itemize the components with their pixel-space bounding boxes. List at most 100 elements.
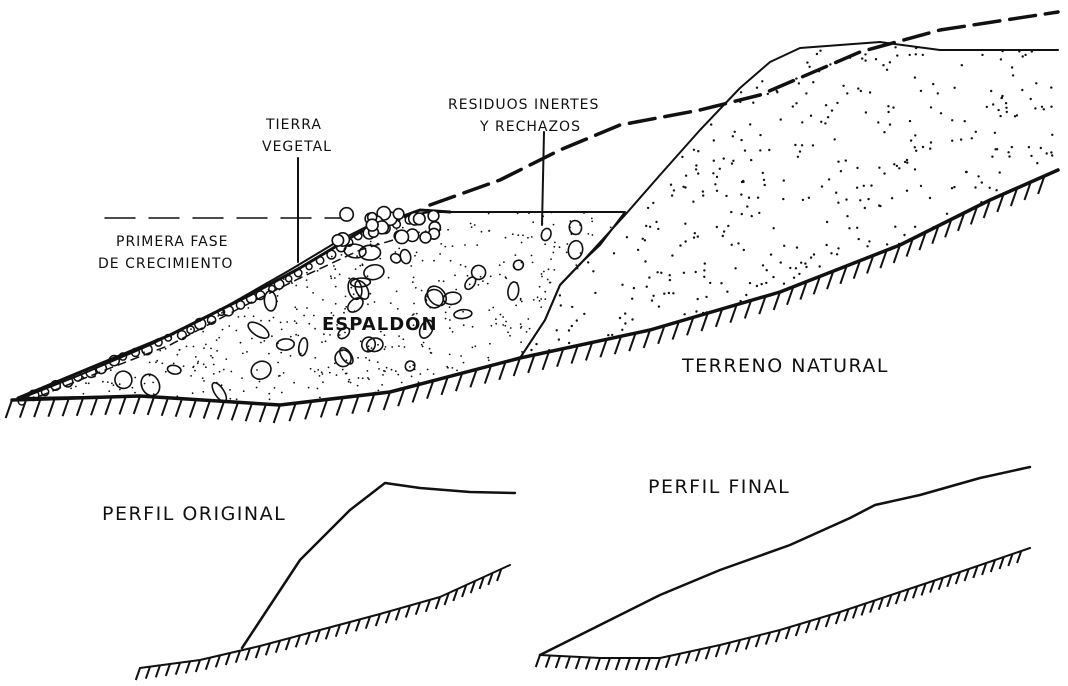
stipple-dot bbox=[331, 256, 333, 258]
stipple-dot bbox=[556, 329, 558, 331]
stipple-dot bbox=[649, 226, 651, 228]
stipple-dot bbox=[75, 386, 77, 388]
stipple-dot bbox=[476, 244, 478, 246]
stipple-dot bbox=[70, 388, 72, 390]
ground-hatch-tick bbox=[246, 403, 252, 421]
stipple-dot bbox=[1035, 82, 1037, 84]
stipple-dot bbox=[1011, 66, 1013, 68]
stipple-dot bbox=[592, 270, 594, 272]
stipple-dot bbox=[528, 212, 530, 214]
stipple-dot bbox=[937, 92, 939, 94]
stipple-dot bbox=[210, 348, 212, 350]
stipple-dot bbox=[951, 119, 953, 121]
stipple-dot bbox=[530, 349, 532, 351]
stone bbox=[246, 319, 272, 341]
stipple-dot bbox=[281, 392, 283, 394]
stipple-dot bbox=[697, 172, 699, 174]
stipple-dot bbox=[914, 134, 916, 136]
stone bbox=[298, 337, 309, 356]
final-hatch-tick bbox=[696, 649, 700, 661]
ground-hatching bbox=[6, 176, 1045, 423]
stipple-dot bbox=[553, 224, 555, 226]
stipple-dot bbox=[999, 171, 1001, 173]
stipple-dot bbox=[235, 330, 237, 332]
stipple-dot bbox=[398, 335, 400, 337]
stipple-dot bbox=[768, 149, 770, 151]
stipple-dot bbox=[812, 144, 814, 146]
stipple-dot bbox=[578, 233, 580, 235]
stipple-dot bbox=[825, 104, 827, 106]
stipple-dot bbox=[722, 235, 724, 237]
stipple-dot bbox=[454, 274, 456, 276]
stipple-dot bbox=[443, 280, 445, 282]
stipple-dot bbox=[412, 281, 414, 283]
stipple-dot bbox=[520, 299, 522, 301]
stipple-dot bbox=[739, 300, 741, 302]
topsoil-pebble bbox=[428, 211, 439, 222]
stipple-dot bbox=[875, 58, 877, 60]
stipple-dot bbox=[218, 337, 220, 339]
stipple-dot bbox=[529, 328, 531, 330]
stipple-dot bbox=[277, 295, 279, 297]
stipple-dot bbox=[914, 168, 916, 170]
stipple-dot bbox=[223, 369, 225, 371]
stipple-dot bbox=[692, 201, 694, 203]
stipple-dot bbox=[697, 235, 699, 237]
stipple-dot bbox=[342, 369, 344, 371]
stipple-dot bbox=[450, 304, 452, 306]
stipple-dot bbox=[994, 148, 996, 150]
original-hatch-tick bbox=[156, 665, 160, 677]
stipple-dot bbox=[930, 141, 932, 143]
stipple-dot bbox=[893, 163, 895, 165]
stipple-dot bbox=[421, 290, 423, 292]
stipple-dot bbox=[929, 197, 931, 199]
stipple-dot bbox=[268, 393, 270, 395]
stipple-dot bbox=[576, 319, 578, 321]
stipple-dot bbox=[488, 230, 490, 232]
stipple-dot bbox=[438, 280, 440, 282]
stipple-dot bbox=[465, 266, 467, 268]
stipple-dot bbox=[660, 272, 662, 274]
final-hatch-tick bbox=[706, 647, 710, 659]
stipple-dot bbox=[591, 218, 593, 220]
stipple-dot bbox=[521, 242, 523, 244]
stipple-dot bbox=[772, 276, 774, 278]
stipple-dot bbox=[713, 160, 715, 162]
stipple-dot bbox=[669, 279, 671, 281]
stipple-dot bbox=[398, 248, 400, 250]
stipple-dot bbox=[308, 387, 310, 389]
stipple-dot bbox=[805, 92, 807, 94]
stipple-dot bbox=[540, 306, 542, 308]
stone bbox=[337, 345, 355, 366]
stipple-dot bbox=[404, 346, 406, 348]
stipple-dot bbox=[368, 378, 370, 380]
stipple-dot bbox=[731, 244, 733, 246]
stipple-dot bbox=[297, 265, 299, 267]
stipple-dot bbox=[537, 296, 539, 298]
stipple-dot bbox=[798, 82, 800, 84]
stipple-dot bbox=[487, 283, 489, 285]
stipple-dot bbox=[179, 349, 181, 351]
stipple-dot bbox=[149, 375, 151, 377]
stipple-dot bbox=[725, 195, 727, 197]
stipple-dot bbox=[813, 253, 815, 255]
original-hatch-tick bbox=[196, 660, 200, 672]
stipple-dot bbox=[898, 167, 900, 169]
stipple-dot bbox=[521, 301, 523, 303]
final-hatch-tick bbox=[666, 656, 670, 668]
stipple-dot bbox=[644, 260, 646, 262]
stipple-dot bbox=[610, 227, 612, 229]
stipple-dot bbox=[205, 366, 207, 368]
stipple-dot bbox=[783, 283, 785, 285]
topsoil-pebble bbox=[236, 301, 244, 309]
stipple-dot bbox=[260, 320, 262, 322]
ground-hatch-tick bbox=[232, 402, 238, 420]
stipple-dot bbox=[645, 225, 647, 227]
stipple-dot bbox=[439, 253, 441, 255]
stone bbox=[453, 309, 472, 320]
stipple-dot bbox=[277, 362, 279, 364]
topsoil-pebble bbox=[366, 219, 378, 231]
stipple-dot bbox=[345, 306, 347, 308]
stipple-dot bbox=[761, 283, 763, 285]
stipple-dot bbox=[452, 331, 454, 333]
